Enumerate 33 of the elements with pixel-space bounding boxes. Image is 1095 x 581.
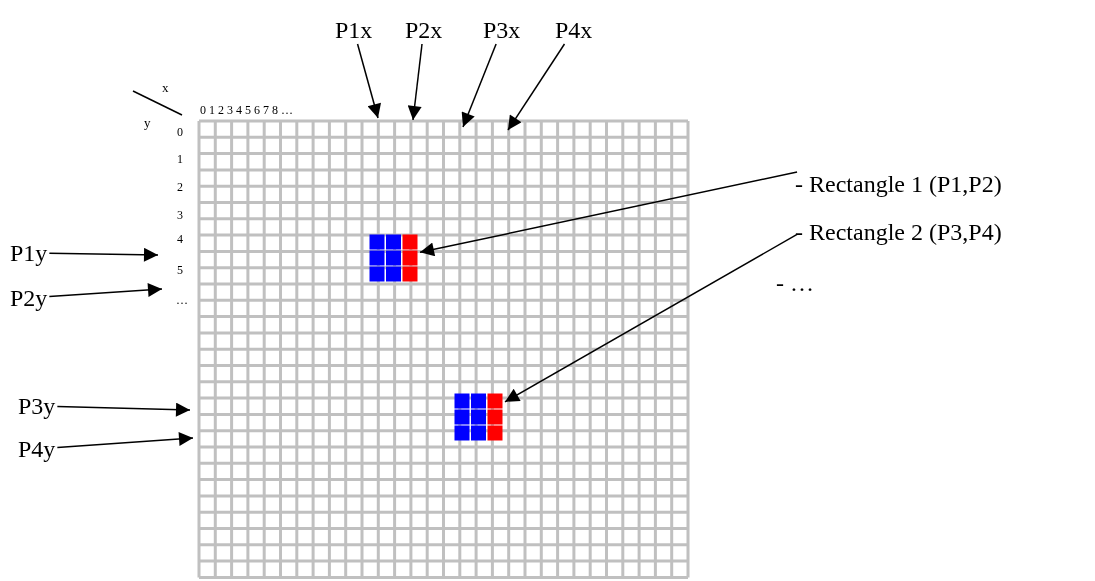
pointer-label: P3x bbox=[483, 18, 521, 42]
arrow bbox=[56, 432, 194, 449]
pointer-label: P2x bbox=[405, 18, 443, 42]
row-number: 5 bbox=[177, 264, 183, 276]
highlighted-cell-block bbox=[369, 234, 418, 282]
highlighted-cell-block bbox=[454, 393, 503, 441]
row-number: 2 bbox=[177, 181, 183, 193]
arrow bbox=[356, 43, 381, 119]
axis-label: x bbox=[162, 81, 169, 94]
arrow bbox=[48, 282, 163, 298]
list-item: - Rectangle 1 (P1,P2) bbox=[795, 172, 1002, 196]
arrow bbox=[461, 43, 497, 128]
row-number: 4 bbox=[177, 233, 183, 245]
row-number: 0 bbox=[177, 126, 183, 138]
pointer-label: P1x bbox=[335, 18, 373, 42]
list-item: - Rectangle 2 (P3,P4) bbox=[795, 220, 1002, 244]
arrow bbox=[507, 43, 566, 131]
pointer-label: P3y bbox=[18, 394, 56, 418]
column-numbers: 0 1 2 3 4 5 6 7 8 … bbox=[200, 104, 293, 116]
list-item: - … bbox=[776, 271, 814, 295]
arrow bbox=[419, 171, 798, 257]
pointer-label: P1y bbox=[10, 241, 48, 265]
arrow bbox=[48, 247, 159, 262]
axis-label: y bbox=[144, 116, 151, 129]
pointer-label: P4x bbox=[555, 18, 593, 42]
arrow bbox=[504, 233, 798, 403]
pointer-label: P4y bbox=[18, 437, 56, 461]
row-number: 3 bbox=[177, 209, 183, 221]
pointer-label: P2y bbox=[10, 286, 48, 310]
row-number: … bbox=[176, 294, 188, 306]
arrow bbox=[407, 43, 423, 121]
arrow bbox=[56, 402, 191, 417]
row-number: 1 bbox=[177, 153, 183, 165]
